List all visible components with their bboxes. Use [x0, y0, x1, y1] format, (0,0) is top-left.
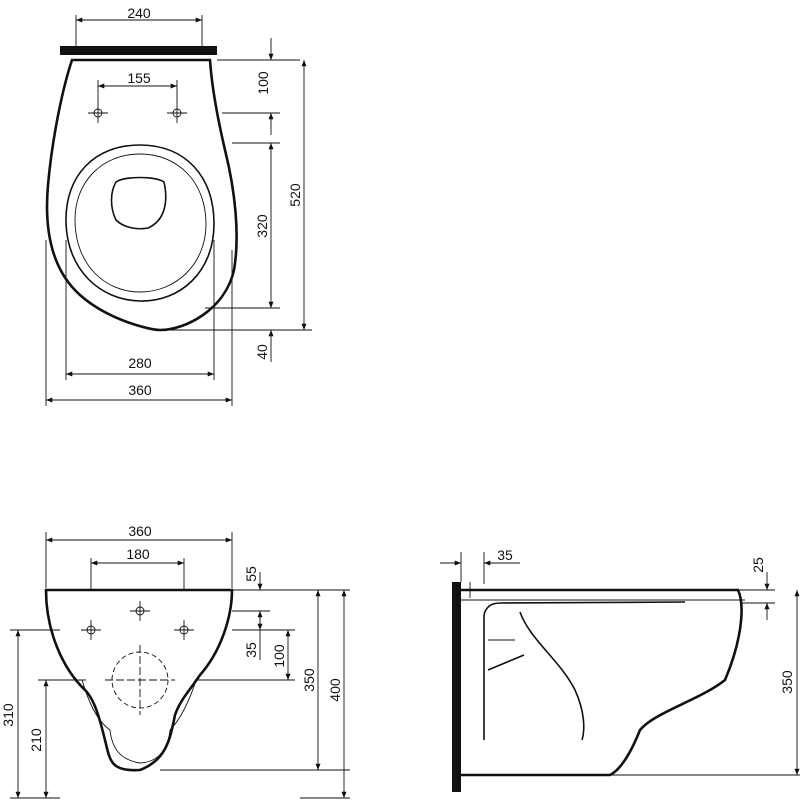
dimension-label-155: 155 — [127, 70, 151, 86]
dimension-label-35: 35 — [243, 642, 259, 658]
rim-outline — [65, 144, 215, 302]
front-bolt-marker-top — [130, 601, 150, 621]
dimension-label-210: 210 — [28, 728, 44, 752]
dimension-label-35-side: 35 — [497, 547, 513, 563]
front-view: 360 180 55 35 100 350 400 — [0, 523, 350, 799]
dimension-label-100: 100 — [255, 71, 271, 95]
dimension-label-280: 280 — [128, 355, 152, 371]
dimension-label-40: 40 — [254, 344, 270, 360]
front-bolt-marker-right — [174, 620, 194, 640]
dimension-label-350-front: 350 — [301, 668, 317, 692]
drain-opening — [110, 176, 167, 230]
bolt-marker-left — [88, 103, 108, 123]
dimension-label-240: 240 — [127, 5, 151, 21]
dimension-label-520: 520 — [287, 183, 303, 207]
dimension-label-360-top: 360 — [128, 382, 152, 398]
dimension-label-400: 400 — [327, 678, 343, 702]
side-view: 35 25 350 — [440, 547, 800, 792]
side-wall — [452, 582, 461, 792]
dimension-label-100-front: 100 — [271, 644, 287, 668]
bowl-outline — [45, 58, 238, 332]
top-view: 240 155 100 520 320 40 280 360 — [45, 5, 312, 406]
wall-plate — [60, 46, 217, 55]
bolt-marker-right — [167, 103, 187, 123]
front-body-outline — [44, 588, 234, 772]
dimension-label-180: 180 — [126, 546, 150, 562]
dimension-label-55: 55 — [243, 566, 259, 582]
dimension-label-310: 310 — [0, 703, 16, 727]
front-bolt-marker-left — [81, 620, 101, 640]
dimension-label-360-front: 360 — [128, 523, 152, 539]
side-body-outline — [461, 588, 743, 777]
dimension-label-25: 25 — [750, 557, 766, 573]
dimension-label-320: 320 — [254, 214, 270, 238]
dimension-label-350-side: 350 — [779, 670, 795, 694]
rim-inner-outline — [74, 153, 207, 293]
